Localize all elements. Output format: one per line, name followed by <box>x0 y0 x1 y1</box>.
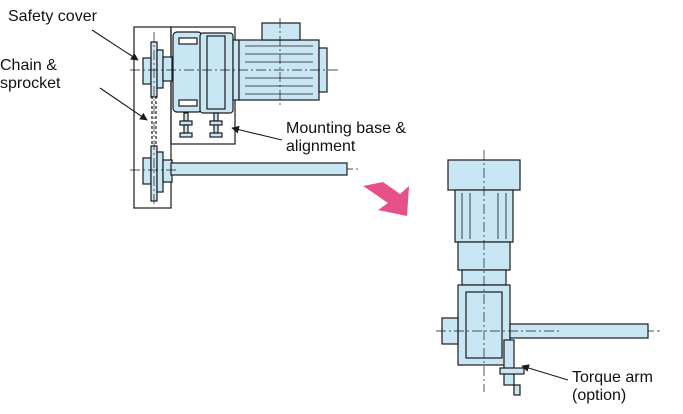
conversion-arrow <box>363 182 409 216</box>
left-leader-lines <box>91 29 283 141</box>
motor <box>238 22 328 101</box>
torque-arm-label-line2: (option) <box>572 387 627 404</box>
center-lines <box>130 18 338 205</box>
mounting-bolts <box>179 112 223 138</box>
mounting-base-label-line1: Mounting base & <box>286 120 407 137</box>
chain-sprocket-label-line2: sprocket <box>0 75 61 92</box>
lower-sprocket <box>142 145 173 202</box>
torque-arm <box>499 339 525 396</box>
shaft-mount-assembly <box>436 150 660 396</box>
chain-sprocket-label-line1: Chain & <box>0 57 57 74</box>
driven-shaft <box>170 162 348 176</box>
upper-sprocket <box>142 41 173 98</box>
chain-drive-assembly <box>130 18 358 209</box>
reducer-housing <box>172 31 240 114</box>
safety-cover-label: Safety cover <box>8 8 97 25</box>
vertical-reducer <box>441 269 511 366</box>
torque-arm-label-line1: Torque arm <box>572 369 653 386</box>
torque-arm-leader <box>521 364 569 381</box>
mounting-base-label-line2: alignment <box>286 138 356 155</box>
chain <box>151 96 157 148</box>
